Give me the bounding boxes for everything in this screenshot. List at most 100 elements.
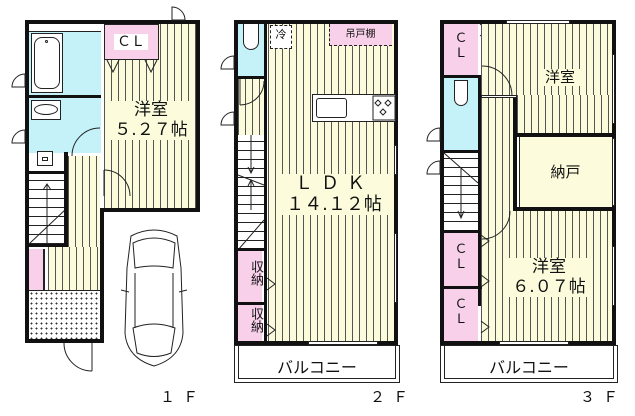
floor-3f: Ｃ Ｌ 洋室 納戸 洋室 ６.０７帖 Ｃ Ｌ Ｃ Ｌ	[420, 0, 635, 416]
room-size: ５.２７帖	[114, 119, 188, 140]
room-door-icon[interactable]	[481, 65, 513, 97]
balcony-3f: バルコニー	[440, 345, 618, 383]
wall	[100, 208, 104, 343]
storeroom-label: 納戸	[550, 163, 581, 181]
window-icon	[11, 73, 26, 88]
fridge-label: 冷	[275, 28, 287, 41]
closet-2-3f	[444, 233, 478, 287]
room-label-western-north: 洋室	[540, 68, 580, 87]
exterior-door-icon[interactable]	[171, 6, 186, 21]
toilet-icon	[37, 151, 53, 166]
closet-label: Ｃ Ｌ	[454, 31, 468, 61]
toilet-tank	[42, 157, 48, 161]
window	[394, 145, 397, 175]
wall	[196, 20, 200, 212]
balcony-2f: バルコニー	[234, 345, 400, 383]
hanging-cabinet-label: 吊戸棚	[345, 29, 376, 40]
balcony-window[interactable]	[308, 341, 378, 345]
window-icon	[426, 160, 441, 175]
window-icon	[220, 111, 235, 126]
wall	[238, 76, 264, 79]
floor-label-1f: １Ｆ	[160, 388, 207, 406]
closet-label: Ｃ Ｌ	[454, 242, 468, 272]
wall	[25, 339, 104, 343]
bath-door-icon[interactable]	[70, 127, 101, 157]
balcony-label: バルコニー	[489, 358, 569, 377]
window	[612, 138, 615, 206]
room-name: 洋室	[532, 257, 566, 277]
window	[612, 54, 615, 124]
floor-1f: ＣＬ 洋室 ５.２７帖 １Ｆ	[0, 0, 210, 416]
wall	[25, 20, 29, 343]
wall	[29, 244, 68, 247]
wall-line	[29, 31, 101, 32]
toilet-icon	[243, 24, 259, 50]
wall	[444, 75, 482, 78]
hallway-2f	[238, 79, 264, 135]
wall	[394, 20, 398, 345]
closet-door-icon[interactable]	[106, 59, 158, 74]
wall	[264, 24, 267, 344]
room-name: ＬＤＫ	[295, 173, 373, 194]
closet-door-icon[interactable]	[480, 234, 491, 339]
closet-label: Ｃ Ｌ	[454, 297, 468, 327]
room-label-ldk: ＬＤＫ １４.１２帖	[278, 173, 390, 216]
storage-1-2f	[238, 251, 262, 302]
window-icon	[220, 55, 235, 70]
drain-icon	[45, 40, 48, 43]
sink-icon	[316, 98, 347, 118]
balcony-window[interactable]	[499, 341, 569, 345]
stairs-arrow-icon	[443, 152, 479, 220]
hanging-cabinet	[329, 24, 392, 46]
entrance-door-icon[interactable]	[62, 342, 94, 373]
wall	[444, 150, 482, 153]
wall	[517, 133, 614, 137]
closet-1-3f	[444, 24, 478, 75]
wall	[444, 230, 480, 233]
balcony-label: バルコニー	[277, 358, 357, 377]
storage-door-icon[interactable]	[266, 277, 277, 340]
stove-icon	[372, 95, 396, 121]
wall	[29, 171, 71, 174]
room-door-icon[interactable]	[103, 169, 131, 197]
toilet-door-icon[interactable]	[239, 79, 265, 106]
room-size: １４.１２帖	[286, 193, 382, 215]
bathtub-inner	[34, 37, 60, 89]
stairs-arrow-icon	[237, 135, 265, 251]
wall	[238, 248, 264, 251]
room-label-western-1f: 洋室 ５.２７帖	[108, 100, 194, 141]
floor-label-3f: ３Ｆ	[580, 388, 627, 406]
window[interactable]	[506, 20, 570, 24]
wall	[29, 95, 101, 98]
stairs-arrow-icon	[28, 183, 67, 245]
window-icon	[426, 127, 441, 142]
balcony-rail	[444, 346, 614, 379]
toilet-icon	[454, 80, 468, 106]
storage-label: 収納	[248, 260, 263, 286]
wall	[440, 20, 444, 345]
window	[612, 246, 615, 306]
closet-3-3f	[444, 289, 478, 341]
wall	[234, 20, 238, 345]
wall	[100, 208, 200, 212]
wall	[444, 286, 482, 289]
wall	[513, 95, 517, 211]
car-parking-icon	[120, 229, 188, 367]
room-label-western-south: 洋室 ６.０７帖	[506, 257, 592, 298]
wall	[238, 302, 264, 305]
wall	[517, 207, 614, 211]
storage-2-2f	[238, 305, 262, 341]
room-name: 洋室	[134, 100, 168, 120]
window-icon	[11, 129, 26, 144]
hall-top	[481, 95, 517, 98]
storage-label: 収納	[248, 307, 263, 333]
balcony-rail	[238, 346, 396, 379]
wall	[478, 78, 481, 306]
hallway-cover	[481, 96, 513, 211]
western-room-north-3f-mid	[517, 95, 612, 135]
storeroom-3f	[519, 137, 612, 207]
closet-label: ＣＬ	[114, 34, 148, 51]
wall	[64, 152, 68, 247]
room-size: ６.０７帖	[512, 276, 586, 297]
wall	[234, 20, 398, 24]
